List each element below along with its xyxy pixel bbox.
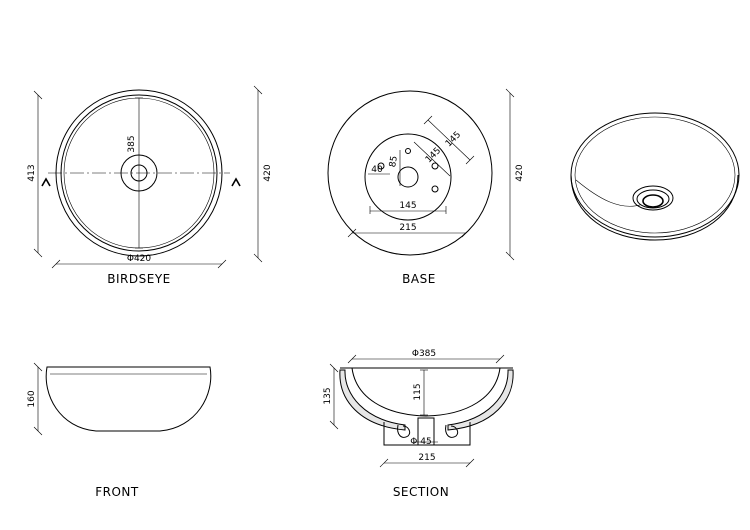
- base-145-bottom-dim-label: 145: [399, 201, 416, 211]
- base-215-tick-left: [347, 228, 357, 238]
- front-height-tick-top: [33, 362, 43, 372]
- base-145-outer-dim-line: [427, 119, 471, 161]
- section-foot-detail-right: [445, 424, 459, 438]
- section-width-tick-left: [347, 354, 357, 364]
- perspective-drain-mid: [636, 189, 670, 209]
- birdseye-width-dim-label: Φ420: [127, 254, 152, 264]
- section-title: SECTION: [393, 485, 449, 499]
- base-145-outer-tick-a: [423, 115, 433, 125]
- section-marker-left-icon: [41, 177, 51, 187]
- base-drain-circle: [397, 166, 419, 188]
- perspective-rim-outer: [570, 112, 740, 238]
- perspective-view: [570, 112, 740, 241]
- section-drain-pipe: [417, 417, 435, 446]
- section-wall-left: [339, 369, 406, 431]
- perspective-drain-inner: [642, 194, 664, 208]
- section-marker-right-icon: [231, 177, 241, 187]
- birdseye-inner-dim-label: 385: [127, 135, 137, 152]
- section-height-dim-label: 135: [323, 387, 333, 404]
- birdseye-right-dim-tick-top: [253, 85, 263, 95]
- base-outer-circle: [327, 90, 493, 256]
- section-drain-dim-label: Φ 45: [410, 437, 431, 447]
- section-width-dim-label: Φ385: [412, 349, 436, 359]
- base-right-tick-bottom: [505, 251, 515, 261]
- section-wall-right: [447, 369, 514, 431]
- front-title: FRONT: [95, 485, 139, 499]
- birdseye-view: 385 413 420 Φ420 BIRDSEYE: [27, 85, 273, 286]
- birdseye-title: BIRDSEYE: [107, 272, 170, 286]
- base-145-inner-dim-line: [413, 141, 451, 177]
- front-view: 160 FRONT: [27, 362, 212, 499]
- section-base-tick-left: [379, 458, 389, 468]
- base-title: BASE: [402, 272, 436, 286]
- base-right-tick-top: [505, 88, 515, 98]
- base-fixing-hole-top: [405, 148, 411, 154]
- base-85-dim-label: 85: [388, 155, 400, 168]
- perspective-rim-inner: [574, 116, 736, 234]
- front-height-tick-bottom: [33, 426, 43, 436]
- base-fixing-hole-left: [377, 162, 385, 170]
- birdseye-left-dim-label: 413: [27, 164, 37, 181]
- base-215-tick-right: [461, 228, 471, 238]
- section-base-dim-label: 215: [418, 453, 435, 463]
- section-inner-bowl: [351, 367, 501, 417]
- birdseye-left-dim-tick-top: [33, 90, 43, 100]
- perspective-inner-bowl: [575, 179, 641, 207]
- section-width-tick-right: [495, 354, 505, 364]
- base-right-dim-label: 420: [515, 164, 525, 181]
- section-base-tick-right: [465, 458, 475, 468]
- perspective-drain-outer: [632, 185, 674, 211]
- birdseye-right-dim-tick-bottom: [253, 253, 263, 263]
- birdseye-left-dim-tick-bottom: [33, 248, 43, 258]
- base-40-dim-label: 40: [371, 165, 383, 175]
- base-145-outer-dim-label: 145: [444, 130, 463, 149]
- perspective-outer-body: [570, 174, 739, 241]
- base-foot-circle: [364, 133, 452, 221]
- section-foot-detail-left: [397, 424, 411, 438]
- base-view: 85 40 145 145 145 215 420 BASE: [327, 88, 525, 286]
- section-height-tick-bottom: [329, 420, 339, 430]
- front-height-dim-label: 160: [27, 390, 37, 407]
- birdseye-width-dim-tick-left: [51, 259, 61, 269]
- base-fixing-hole-top-right: [431, 162, 439, 170]
- base-215-dim-label: 215: [399, 223, 416, 233]
- section-height-tick-top: [329, 363, 339, 373]
- birdseye-right-dim-label: 420: [263, 164, 273, 181]
- front-bowl-outline: [45, 366, 212, 432]
- birdseye-width-dim-tick-right: [217, 259, 227, 269]
- section-view: Φ385 135 115 Φ 45 215 SECTION: [323, 349, 514, 499]
- base-fixing-hole-bottom-right: [431, 185, 439, 193]
- section-depth-dim-label: 115: [413, 383, 423, 400]
- base-145-outer-tick-b: [465, 155, 475, 165]
